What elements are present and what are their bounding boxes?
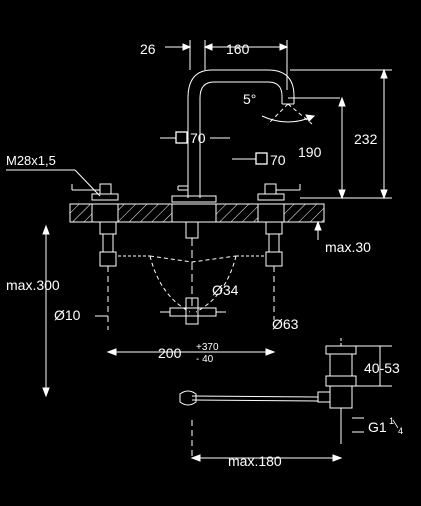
- waste-thread-den: 4: [398, 426, 403, 436]
- spout-base: [171, 195, 217, 203]
- top-dimension-group: [165, 40, 289, 90]
- spout-height-label: 190: [298, 144, 322, 160]
- tee-connector: [160, 297, 226, 325]
- deck-section: [69, 203, 325, 223]
- handle-spacing-label: 200: [158, 345, 182, 361]
- spout-shank: [185, 221, 199, 310]
- waste-range-label: 40-53: [364, 360, 400, 376]
- left-handle: [71, 183, 119, 201]
- hoses: [118, 255, 266, 313]
- waste-thread-base: G1: [368, 419, 387, 435]
- deck-thickness-label: max.30: [325, 239, 371, 255]
- hose-length-label: max.300: [6, 277, 60, 293]
- waste-range-dim: [356, 345, 392, 387]
- handle-spacing-plus: +370: [196, 342, 219, 353]
- right-handle: [257, 183, 301, 201]
- pop-up-rod: [179, 390, 319, 460]
- height-dimensions: [290, 68, 392, 200]
- square-icon: [255, 152, 268, 165]
- dim-label-26: 26: [140, 41, 156, 57]
- handle-square-label: 70: [270, 152, 286, 168]
- square-icon: [175, 131, 188, 144]
- handle-spacing-dim: [106, 348, 276, 356]
- popup-reach-dim: [190, 454, 343, 462]
- spout: [177, 69, 295, 198]
- hose-length-dim: [42, 224, 50, 398]
- thread-label: M28x1,5: [6, 153, 56, 168]
- pop-up-waste: [317, 338, 357, 444]
- connector-diameter-label: Ø34: [212, 282, 239, 298]
- total-height-label: 232: [354, 131, 378, 147]
- right-valve-body: [265, 221, 283, 320]
- spout-square-label: 70: [190, 130, 206, 146]
- handle-spacing-minus: - 40: [196, 354, 214, 365]
- popup-diameter-label: Ø63: [272, 316, 299, 332]
- waste-thread-num: 1: [389, 416, 394, 426]
- hose-diameter-label: Ø10: [54, 307, 81, 323]
- swivel-angle-label: 5°: [243, 91, 256, 107]
- deck-thickness-dim: [314, 220, 322, 240]
- dim-label-160: 160: [226, 41, 250, 57]
- swivel-angle-indicator: [261, 97, 340, 125]
- popup-reach-label: max.180: [228, 453, 282, 469]
- left-valve-body: [99, 221, 117, 330]
